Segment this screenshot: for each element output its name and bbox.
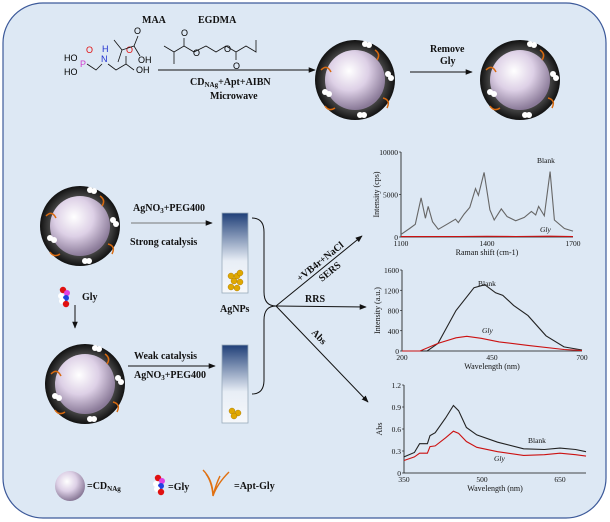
strong-catalysis-label: Strong catalysis — [130, 237, 197, 248]
x-tick-label: 650 — [554, 475, 566, 484]
weak-reagent: AgNO3+PEG400 — [134, 370, 206, 382]
cuvette-strong — [221, 212, 249, 294]
legend-apt-gly: =Apt-Gly — [234, 481, 275, 492]
y-tick-label: 0 — [394, 233, 398, 242]
y-tick-label: 1600 — [384, 266, 399, 275]
weak-catalysis-label: Weak catalysis — [134, 351, 197, 362]
y-tick-label: 0.3 — [392, 447, 402, 456]
series-line-blank — [400, 171, 574, 235]
legend-blank: Blank — [528, 436, 546, 445]
svg-text:OH: OH — [138, 55, 152, 65]
svg-text:HO: HO — [64, 53, 78, 63]
mip-gly-bound — [44, 343, 126, 425]
x-tick-label: 1100 — [394, 239, 409, 248]
rrs-label: RRS — [305, 294, 325, 305]
svg-text:P: P — [80, 59, 86, 69]
mip-blank — [39, 185, 121, 267]
x-axis-label: Raman shift (cm-1) — [456, 248, 519, 257]
x-tick-label: 500 — [476, 475, 488, 484]
cd-sphere-icon — [55, 471, 85, 501]
svg-text:O: O — [134, 26, 141, 36]
strong-reagent: AgNO3+PEG400 — [133, 203, 205, 215]
svg-text:O: O — [86, 45, 93, 55]
y-tick-label: 0.9 — [392, 403, 402, 412]
glyphosate-structure: HO HO O P H N O OH — [64, 44, 150, 77]
svg-text:O: O — [224, 44, 231, 54]
y-tick-label: 0 — [397, 469, 401, 478]
abs-arrow — [275, 305, 369, 403]
gly-add-label: Gly — [82, 292, 98, 303]
legend: =CDNAg =Gly =Apt-Gly — [55, 469, 275, 501]
legend-gly: Gly — [540, 225, 552, 234]
x-tick-label: 1700 — [566, 239, 581, 248]
legend-gly: Gly — [482, 326, 494, 335]
maa-label: MAA — [142, 15, 167, 26]
egdma-label: EGDMA — [198, 15, 237, 26]
y-axis-label: Intensity (a.u.) — [373, 287, 382, 334]
x-tick-label: 700 — [576, 353, 588, 362]
legend-blank: Blank — [478, 279, 496, 288]
y-tick-label: 1200 — [384, 286, 399, 295]
maa-structure: O OH — [113, 26, 152, 65]
x-tick-label: 350 — [398, 475, 410, 484]
mip-template-removed — [479, 39, 561, 121]
y-tick-label: 10000 — [379, 148, 398, 157]
svg-text:HO: HO — [64, 67, 78, 77]
remove-label: Remove — [430, 44, 465, 55]
x-tick-label: 1400 — [480, 239, 495, 248]
mip-with-template — [314, 39, 396, 121]
cuvette-weak — [221, 344, 249, 424]
y-tick-label: 1.2 — [392, 381, 402, 390]
x-axis-label: Wavelength (nm) — [467, 484, 523, 493]
legend-blank: Blank — [537, 156, 555, 165]
agnps-label: AgNPs — [220, 304, 250, 315]
microwave-label: Microwave — [210, 91, 258, 102]
apt-gly-icon — [202, 469, 230, 497]
y-tick-label: 0.6 — [392, 425, 402, 434]
y-tick-label: 0 — [395, 347, 399, 356]
legend-cd: =CDNAg — [87, 481, 121, 493]
svg-text:O: O — [181, 28, 188, 38]
egdma-structure: O O O O — [163, 28, 257, 71]
x-tick-label: 450 — [486, 353, 498, 362]
legend-gly: Gly — [494, 454, 506, 463]
y-axis-label: Abs — [375, 423, 384, 436]
svg-text:OH: OH — [136, 65, 150, 75]
y-axis-label: Intensity (cps) — [372, 171, 381, 217]
x-axis-label: Wavelength (nm) — [464, 362, 520, 371]
svg-text:O: O — [193, 48, 200, 58]
remove-gly-label: Gly — [440, 56, 456, 67]
svg-text:O: O — [126, 45, 133, 55]
series-line-blank — [403, 404, 587, 458]
series-line-gly — [403, 430, 587, 462]
legend-gly: =Gly — [168, 482, 189, 493]
svg-text:O: O — [233, 61, 240, 71]
svg-text:N: N — [101, 54, 108, 64]
sers-arrow — [275, 235, 363, 307]
synthesis-conditions: CDNAg+Apt+AIBN — [190, 77, 271, 89]
y-tick-label: 5000 — [383, 191, 398, 200]
svg-text:H: H — [102, 44, 109, 54]
series-line-gly — [402, 335, 583, 352]
y-tick-label: 400 — [388, 327, 400, 336]
x-tick-label: 200 — [396, 353, 408, 362]
y-tick-label: 800 — [388, 307, 400, 316]
rrs-arrow — [275, 304, 367, 310]
